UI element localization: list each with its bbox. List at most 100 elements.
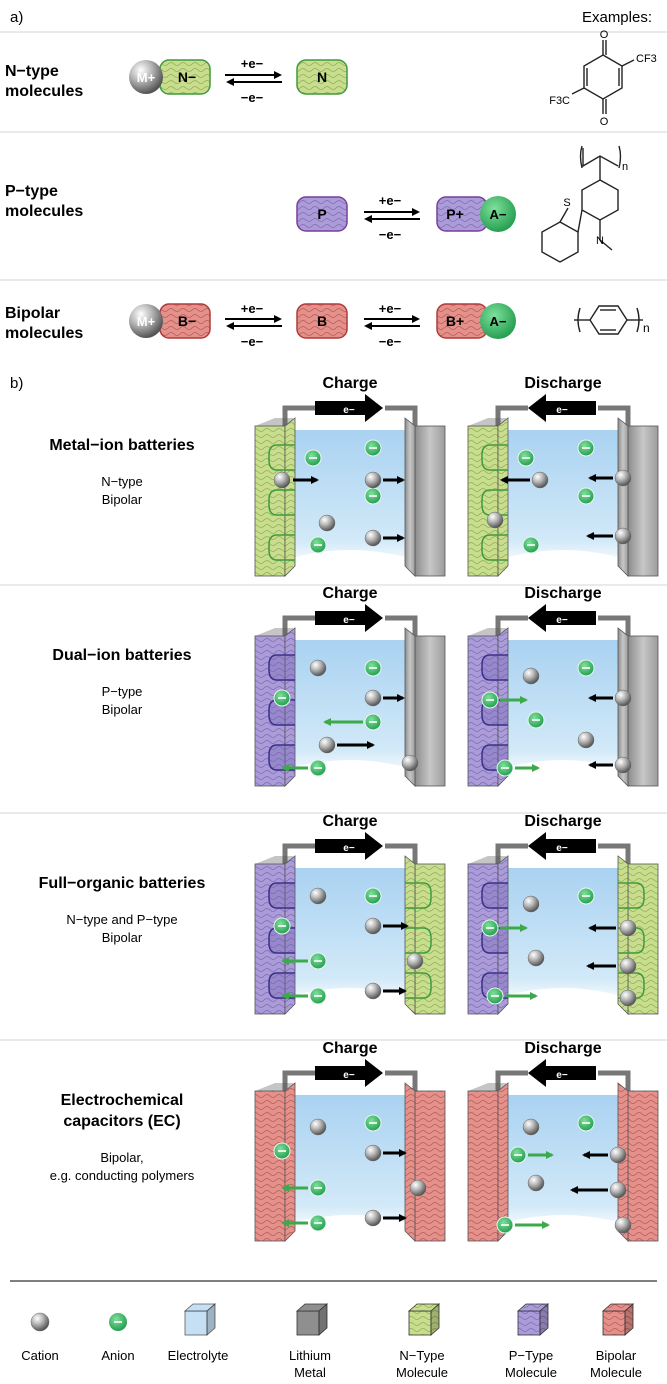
cation-icon bbox=[364, 982, 382, 1000]
sulfur-label: S bbox=[563, 197, 570, 209]
n-neutral-label: N bbox=[317, 69, 327, 85]
nitrogen-label: N bbox=[596, 235, 604, 247]
bipolar-row: Bipolar molecules M+ B− +e− −e− B +e− −e… bbox=[5, 301, 650, 349]
left-electrode-side bbox=[284, 417, 296, 577]
left-electrode-side bbox=[284, 1082, 296, 1242]
p-type-row: P−type molecules P +e− −e− P+ A− bbox=[5, 145, 628, 263]
electrode-pocket bbox=[268, 534, 295, 561]
external-circuit-wire bbox=[282, 405, 315, 432]
right-electrode-side bbox=[404, 417, 416, 577]
cation-icon bbox=[522, 1118, 540, 1136]
arrow-top-label: +e− bbox=[379, 193, 402, 208]
cation-icon bbox=[364, 529, 382, 547]
legend-label: Anion bbox=[101, 1348, 134, 1363]
charge-title: Charge bbox=[322, 585, 377, 602]
cation-icon bbox=[273, 471, 291, 489]
electrode-pocket bbox=[268, 927, 295, 954]
left-electrode-side bbox=[497, 627, 509, 787]
b-neutral-label: B bbox=[317, 313, 327, 329]
electrode-material-label: P−type bbox=[102, 684, 143, 699]
right-electrode-side bbox=[617, 855, 629, 1015]
discharge-cell: e−Discharge bbox=[467, 1040, 659, 1242]
electron-flow-arrow bbox=[315, 1059, 383, 1087]
cation-icon bbox=[522, 895, 540, 913]
electrode-pocket bbox=[618, 972, 645, 999]
legend-label: N−Type bbox=[399, 1348, 444, 1363]
electron-label: e− bbox=[343, 615, 355, 626]
charge-title: Charge bbox=[322, 375, 377, 392]
charge-cell: e− Charge bbox=[254, 585, 446, 787]
p-type-title-line1: P−type bbox=[5, 183, 58, 200]
battery-type-title: Metal−ion batteries bbox=[49, 437, 194, 454]
bipolar-title-line1: Bipolar bbox=[5, 305, 60, 322]
cation-icon bbox=[614, 469, 632, 487]
cube-side bbox=[206, 1303, 216, 1336]
arrow-top-label: +e− bbox=[241, 56, 264, 71]
electrode-pocket bbox=[481, 489, 508, 516]
legend-item: Anion bbox=[101, 1313, 135, 1363]
p-neutral-label: P bbox=[317, 206, 326, 222]
cation-icon bbox=[527, 949, 545, 967]
bipolar-cube-icon bbox=[602, 1310, 626, 1336]
charge-cell: e−Charge bbox=[254, 375, 446, 577]
electrode-pocket bbox=[405, 927, 432, 954]
cation-label: M+ bbox=[137, 70, 156, 85]
discharge-title: Discharge bbox=[524, 585, 601, 602]
phenothiazine-structure bbox=[541, 145, 622, 263]
charge-cell: e−Charge bbox=[254, 1040, 446, 1242]
battery-type-title: Electrochemical bbox=[61, 1092, 184, 1109]
right-electrode-side bbox=[404, 627, 416, 787]
external-circuit-wire bbox=[282, 615, 315, 642]
anion-icon bbox=[480, 303, 516, 339]
charge-cell: e−Charge bbox=[254, 813, 446, 1015]
electrode-pocket bbox=[618, 882, 645, 909]
cation-icon bbox=[527, 1174, 545, 1192]
cation-icon bbox=[614, 527, 632, 545]
electron-flow-arrow bbox=[315, 604, 383, 632]
arrow-top-label: +e− bbox=[379, 301, 402, 316]
left-electrode bbox=[467, 1090, 499, 1242]
cation-icon bbox=[364, 1144, 382, 1162]
arrow-bottom-label: −e− bbox=[241, 334, 264, 349]
n-reduced-label: N− bbox=[178, 69, 196, 85]
charge-title: Charge bbox=[322, 1040, 377, 1057]
repeat-n: n bbox=[622, 161, 628, 173]
part-a-label: a) bbox=[10, 9, 23, 26]
external-circuit-wire bbox=[598, 405, 631, 432]
electrode-pocket bbox=[268, 744, 295, 771]
external-circuit-wire bbox=[495, 1070, 528, 1097]
cation-icon bbox=[318, 514, 336, 532]
cube-side-shade bbox=[431, 1304, 439, 1335]
electrode-material-label: N−type and P−type bbox=[66, 912, 177, 927]
electrode-pocket bbox=[481, 882, 508, 909]
f3c-label: F3C bbox=[549, 95, 570, 107]
legend-label: Electrolyte bbox=[168, 1348, 229, 1363]
left-electrode-side bbox=[497, 855, 509, 1015]
legend-label-line2: Molecule bbox=[590, 1365, 642, 1380]
anion-label: A− bbox=[490, 207, 507, 222]
legend-item: Cation bbox=[21, 1312, 59, 1363]
right-electrode-side bbox=[404, 855, 416, 1015]
electrolyte bbox=[498, 430, 628, 560]
cation-icon bbox=[609, 1181, 627, 1199]
cube-side-shade bbox=[625, 1304, 633, 1335]
external-circuit-wire bbox=[385, 405, 418, 432]
electron-flow-arrow bbox=[528, 604, 596, 632]
cube-side bbox=[539, 1303, 549, 1336]
right-electrode-side bbox=[617, 1082, 629, 1242]
right-electrode-side bbox=[617, 417, 629, 577]
electrolyte bbox=[498, 868, 628, 998]
electrode-pocket bbox=[405, 882, 432, 909]
quinone-structure bbox=[571, 40, 635, 114]
external-circuit-wire bbox=[282, 843, 315, 870]
cation-icon bbox=[401, 754, 419, 772]
cation-icon bbox=[619, 919, 637, 937]
cation-icon bbox=[531, 471, 549, 489]
cube-side-shade bbox=[207, 1304, 215, 1335]
quinone-o-top: O bbox=[600, 29, 609, 41]
left-electrode bbox=[467, 635, 499, 787]
electrode-pocket bbox=[481, 654, 508, 681]
electrolyte bbox=[285, 1095, 415, 1225]
